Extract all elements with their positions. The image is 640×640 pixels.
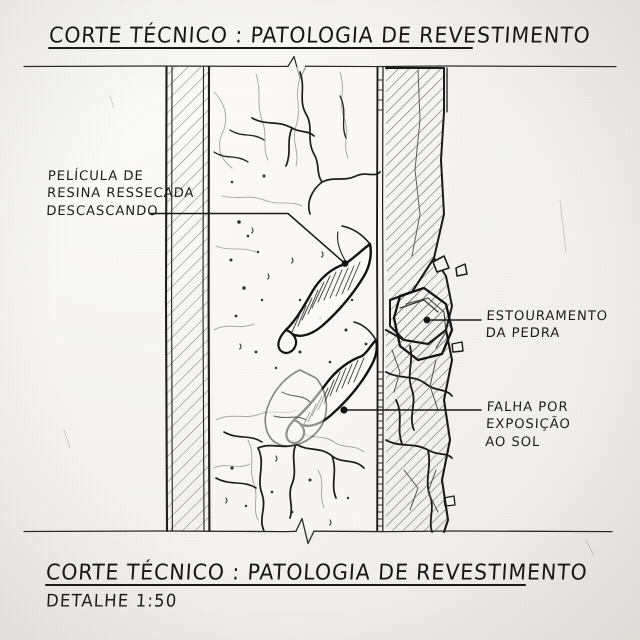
peeling-resin-film-upper [277,225,372,354]
leader-line-film [149,212,346,265]
annotation-sun-exposure: FALHA POR EXPOSIÇÃO AO SOL [484,400,571,450]
resin-blister-flake [264,369,328,447]
wall-layer-stone-cladding [384,67,468,534]
title-underline-top [48,47,473,49]
stone-chips [432,255,468,507]
detail-scale-label: DETALHE 1:50 [45,590,178,611]
wall-layer-masonry-substrate [213,67,381,532]
leader-lines [149,212,482,414]
page-title-top: CORTE TÉCNICO : PATOLOGIA DE REVESTIMENT… [48,22,592,48]
annotation-stone-burst: ESTOURAMENTO DA PEDRA [485,309,609,342]
render-face-line [376,66,384,532]
annotation-resin-film: PELÍCULA DE RESINA RESSECADA DESCASCANDO [45,169,195,219]
title-underline-bottom [45,584,526,586]
wall-layer-interior-finish [164,65,211,533]
break-line-bottom [23,517,613,545]
stray-guide-marks [63,95,595,557]
stone-slab-lower [384,328,454,534]
page-title-bottom: CORTE TÉCNICO : PATOLOGIA DE REVESTIMENT… [45,559,589,585]
